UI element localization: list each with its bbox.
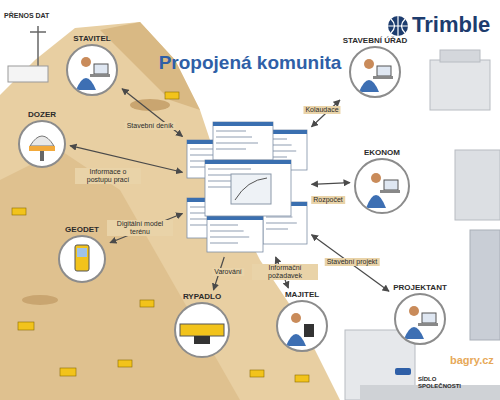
- role-icon: [29, 136, 55, 161]
- role-icon: [359, 59, 393, 92]
- role-name: STAVITEL: [64, 34, 120, 44]
- brand-logo: Trimble: [412, 12, 490, 37]
- role-picture: [351, 48, 399, 96]
- role-name: GEODET: [56, 225, 108, 235]
- connector-arrow: [312, 183, 351, 185]
- role-circle: PROJEKTANT: [391, 283, 449, 345]
- truck: [12, 92, 309, 382]
- software-window: [205, 160, 291, 216]
- role-picture: [356, 160, 408, 212]
- role-picture: [68, 46, 116, 94]
- flow-label: Digitální model terénu: [107, 220, 173, 236]
- role-name: PROJEKTANT: [391, 283, 449, 293]
- role-disc: [174, 302, 230, 358]
- role-disc: [394, 293, 446, 345]
- building-label: SÍDLO SPOLEČNOSTI: [418, 376, 468, 390]
- software-screens: [185, 120, 310, 255]
- role-icon: [286, 313, 314, 346]
- role-picture: [278, 302, 326, 350]
- flow-label: Stavební deník: [125, 122, 176, 130]
- building: [455, 150, 500, 220]
- role-disc: [66, 44, 118, 96]
- role-disc: [18, 120, 66, 168]
- role-picture: [396, 295, 444, 343]
- sand-shade: [0, 150, 240, 400]
- diagram-title: Propojená komunita: [159, 52, 342, 74]
- flow-label: Informace o postupu prací: [75, 168, 141, 184]
- antenna-arm: [30, 31, 46, 33]
- site-container: [8, 66, 48, 82]
- role-icon: [180, 324, 224, 344]
- role-circle: GEODET: [56, 225, 108, 283]
- role-disc: [276, 300, 328, 352]
- building: [470, 230, 500, 340]
- software-hub: [185, 120, 310, 255]
- connector-arrow: [122, 89, 183, 137]
- role-icon: [75, 245, 89, 271]
- role-circle: MAJITEL: [274, 290, 330, 352]
- logo-globe-lines: [388, 16, 408, 36]
- role-name: DOZER: [16, 110, 68, 120]
- building: [430, 60, 490, 110]
- role-picture: [60, 237, 104, 281]
- role-disc: [349, 46, 401, 98]
- flow-label: Kolaudace: [303, 106, 340, 114]
- flow-label: Varování: [212, 268, 244, 276]
- role-name: EKONOM: [352, 148, 412, 158]
- software-window: [213, 122, 273, 160]
- role-name: RYPADLO: [172, 292, 232, 302]
- role-disc: [58, 235, 106, 283]
- antenna-label: PŘENOS DAT: [4, 12, 49, 20]
- sand-ground: [0, 22, 340, 400]
- role-circle: STAVITEL: [64, 34, 120, 96]
- flow-label: Rozpočet: [311, 196, 345, 204]
- software-window: [207, 216, 263, 252]
- flow-label: Informační požadavek: [252, 264, 318, 280]
- role-name: MAJITEL: [274, 290, 330, 300]
- role-name: STAVEBNÍ ÚŘAD: [341, 36, 410, 46]
- car: [395, 368, 411, 375]
- building: [440, 50, 480, 62]
- role-circle: EKONOM: [352, 148, 412, 214]
- role-picture: [176, 304, 228, 356]
- logo-globe: [388, 16, 408, 36]
- watermark: bagry.cz: [450, 354, 494, 367]
- map-road: [235, 178, 267, 200]
- flow-label: Stavební projekt: [325, 258, 380, 266]
- role-icon: [366, 173, 400, 208]
- role-icon: [76, 57, 110, 90]
- role-circle: DOZER: [16, 110, 68, 168]
- role-circle: STAVEBNÍ ÚŘAD: [341, 36, 410, 98]
- role-picture: [20, 122, 64, 166]
- role-disc: [354, 158, 410, 214]
- connector-arrow: [312, 235, 390, 292]
- map-view: [231, 174, 271, 204]
- role-icon: [404, 306, 438, 339]
- role-circle: RYPADLO: [172, 292, 232, 358]
